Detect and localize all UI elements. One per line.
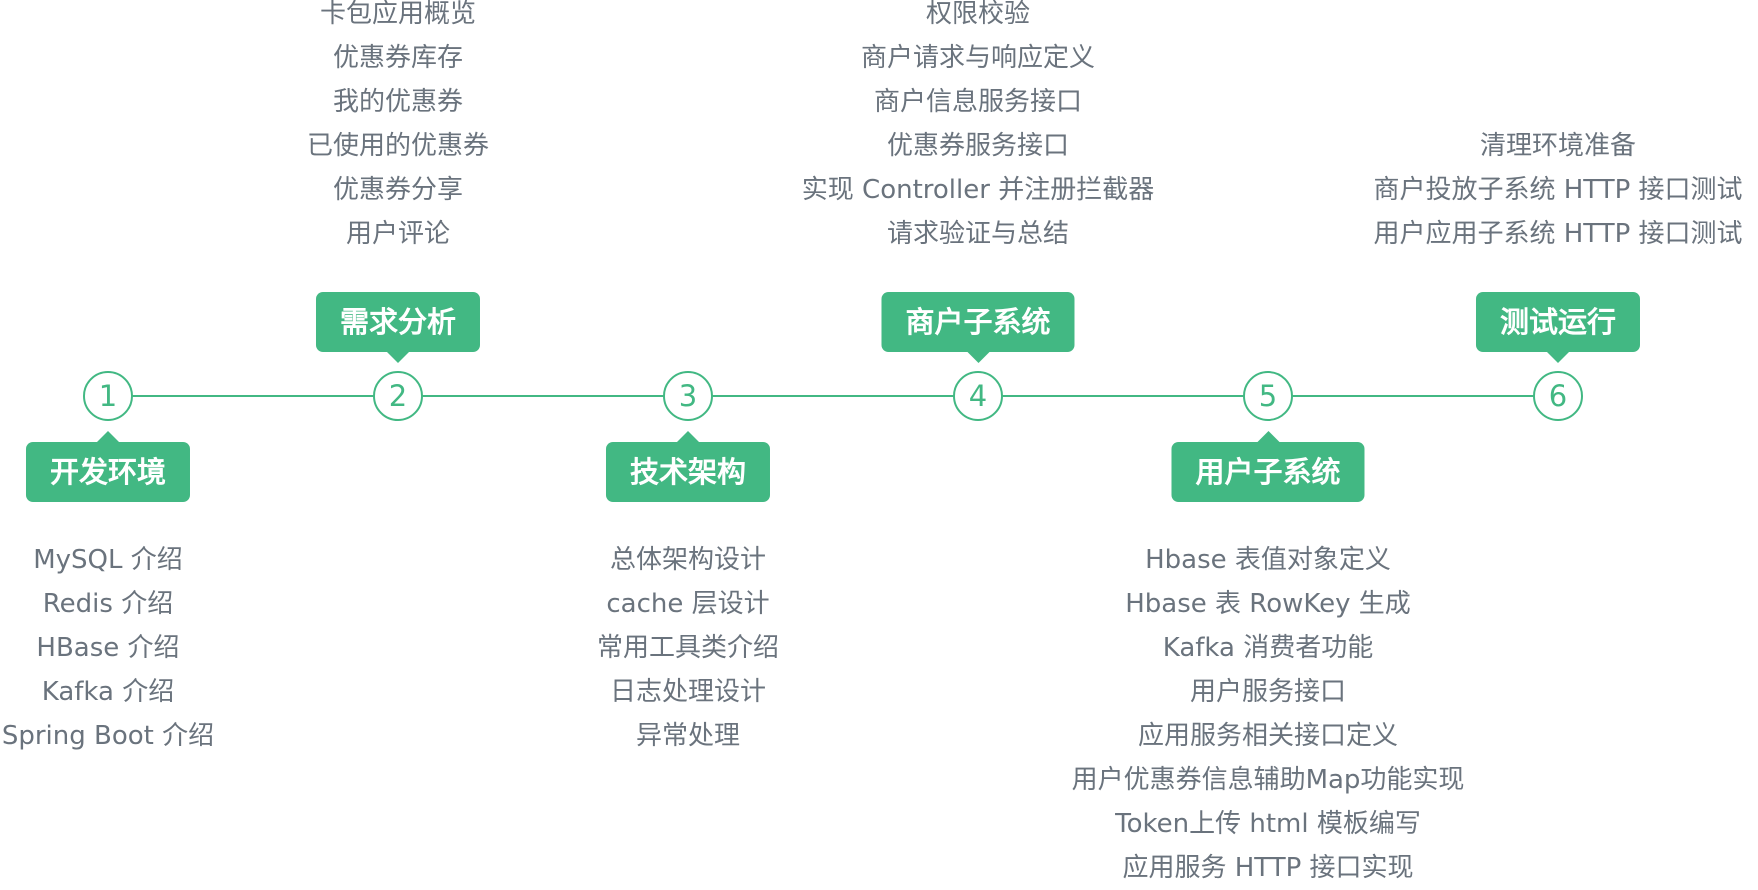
step-topic-item: HBase 介绍	[36, 633, 180, 663]
step-topic-item: 用户服务接口	[1189, 677, 1346, 707]
step-topic-item: Hbase 表 RowKey 生成	[1125, 589, 1411, 619]
step-title-badge: 需求分析	[315, 292, 481, 363]
step-topic-item: MySQL 介绍	[33, 545, 183, 575]
step-topic-item: 用户优惠券信息辅助Map功能实现	[1071, 765, 1465, 795]
step-topic-item: 已使用的优惠券	[306, 131, 490, 161]
step-topic-item: 我的优惠券	[332, 87, 464, 117]
step-title-badge: 用户子系统	[1171, 431, 1365, 502]
step-topic-item: 用户应用子系统 HTTP 接口测试	[1373, 219, 1743, 249]
step-topic-item: Redis 介绍	[42, 589, 174, 619]
step-topic-item: 日志处理设计	[609, 677, 767, 707]
step-topic-item: Hbase 表值对象定义	[1145, 545, 1391, 575]
step-topic-item: 用户评论	[345, 219, 451, 249]
step-title-badge: 测试运行	[1475, 292, 1641, 363]
step-topic-item: 应用服务 HTTP 接口实现	[1122, 853, 1414, 883]
step-topic-list: 权限校验商户请求与响应定义商户信息服务接口优惠券服务接口实现 Controlle…	[802, 0, 1154, 256]
step-topic-item: 总体架构设计	[609, 545, 767, 575]
step-topic-list: 卡包应用概览优惠券库存我的优惠券已使用的优惠券优惠券分享用户评论	[307, 0, 489, 256]
step-topic-item: 实现 Controller 并注册拦截器	[801, 175, 1155, 205]
step-topic-item: 商户信息服务接口	[873, 87, 1082, 117]
step-topic-item: Token上传 html 模板编写	[1115, 809, 1421, 839]
step-topic-item: 优惠券服务接口	[886, 131, 1069, 161]
step-topic-item: Spring Boot 介绍	[1, 721, 215, 751]
step-topic-item: 异常处理	[635, 721, 741, 751]
step-title-badge: 商户子系统	[881, 292, 1075, 363]
step-topic-list: 总体架构设计 cache 层设计常用工具类介绍日志处理设计异常处理	[597, 538, 779, 758]
step-topic-list: 清理环境准备商户投放子系统 HTTP 接口测试用户应用子系统 HTTP 接口测试	[1373, 124, 1742, 256]
step-topic-item: 优惠券库存	[332, 43, 464, 73]
step-number-circle: 2	[373, 371, 423, 421]
step-title-badge: 技术架构	[605, 431, 771, 502]
step-topic-item: 权限校验	[925, 0, 1030, 29]
step-topic-item: 商户投放子系统 HTTP 接口测试	[1373, 175, 1743, 205]
step-topic-item: 商户请求与响应定义	[860, 43, 1095, 73]
step-number-circle: 4	[953, 371, 1003, 421]
step-topic-item: 常用工具类介绍	[596, 633, 780, 663]
step-number-circle: 1	[83, 371, 133, 421]
timeline-connector-line	[108, 395, 1558, 397]
step-topic-item: Kafka 介绍	[41, 677, 175, 707]
step-topic-item: 应用服务相关接口定义	[1137, 721, 1398, 751]
step-topic-item: 清理环境准备	[1479, 131, 1637, 161]
step-topic-item: 卡包应用概览	[319, 0, 477, 29]
step-title-badge: 开发环境	[25, 431, 191, 502]
step-topic-item: Kafka 消费者功能	[1162, 633, 1374, 663]
step-topic-list: MySQL 介绍 Redis 介绍 HBase 介绍 Kafka 介绍 Spring B…	[2, 538, 214, 758]
step-number-circle: 6	[1533, 371, 1583, 421]
step-topic-item: 优惠券分享	[332, 175, 464, 205]
step-topic-list: Hbase 表值对象定义 Hbase 表 RowKey 生成 Kafka 消费者功能…	[1072, 538, 1465, 890]
step-number-circle: 3	[663, 371, 713, 421]
step-number-circle: 5	[1243, 371, 1293, 421]
step-topic-item: 请求验证与总结	[886, 219, 1069, 249]
step-topic-item: cache 层设计	[606, 589, 770, 619]
